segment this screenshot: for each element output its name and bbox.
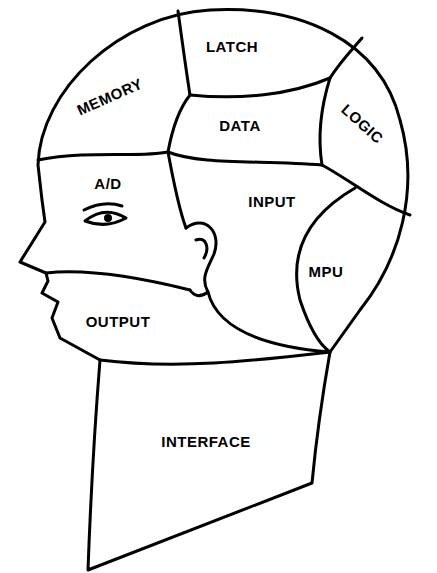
region-label: MPU [309, 264, 344, 281]
region-label: MEMORY [75, 75, 146, 119]
region-label: LATCH [206, 39, 258, 56]
region-label: INPUT [248, 194, 296, 211]
region-divider [322, 165, 410, 215]
brain-region: INPUT [245, 192, 299, 213]
eye-pupil [104, 214, 112, 222]
brain-region: DATA [216, 116, 263, 137]
brain-region: MEMORY [71, 72, 149, 122]
brain-region: INTERFACE [158, 432, 254, 453]
region-divider [168, 152, 186, 228]
brain-region: LATCH [203, 37, 261, 58]
region-divider [297, 188, 355, 352]
brain-region: LOGIC [334, 98, 389, 151]
region-divider [178, 11, 190, 95]
region-divider [100, 352, 330, 364]
region-divider [190, 78, 330, 97]
eyebrow [84, 204, 122, 210]
region-label: LOGIC [338, 101, 386, 147]
region-divider [38, 152, 168, 160]
region-label: DATA [219, 118, 260, 135]
region-label: A/D [94, 176, 121, 193]
ear [186, 223, 216, 296]
region-divider [320, 78, 330, 165]
region-divider [168, 95, 190, 152]
eye [85, 212, 126, 224]
region-label: OUTPUT [86, 314, 151, 331]
brain-region: MPU [306, 262, 347, 283]
brain-region: A/D [91, 174, 124, 195]
region-label: INTERFACE [161, 434, 251, 451]
head-outline [20, 10, 408, 570]
region-divider [46, 272, 190, 290]
region-divider [208, 292, 330, 352]
region-divider [168, 152, 322, 165]
ear [196, 239, 207, 258]
region-divider [330, 38, 362, 78]
brain-region: OUTPUT [83, 312, 154, 333]
